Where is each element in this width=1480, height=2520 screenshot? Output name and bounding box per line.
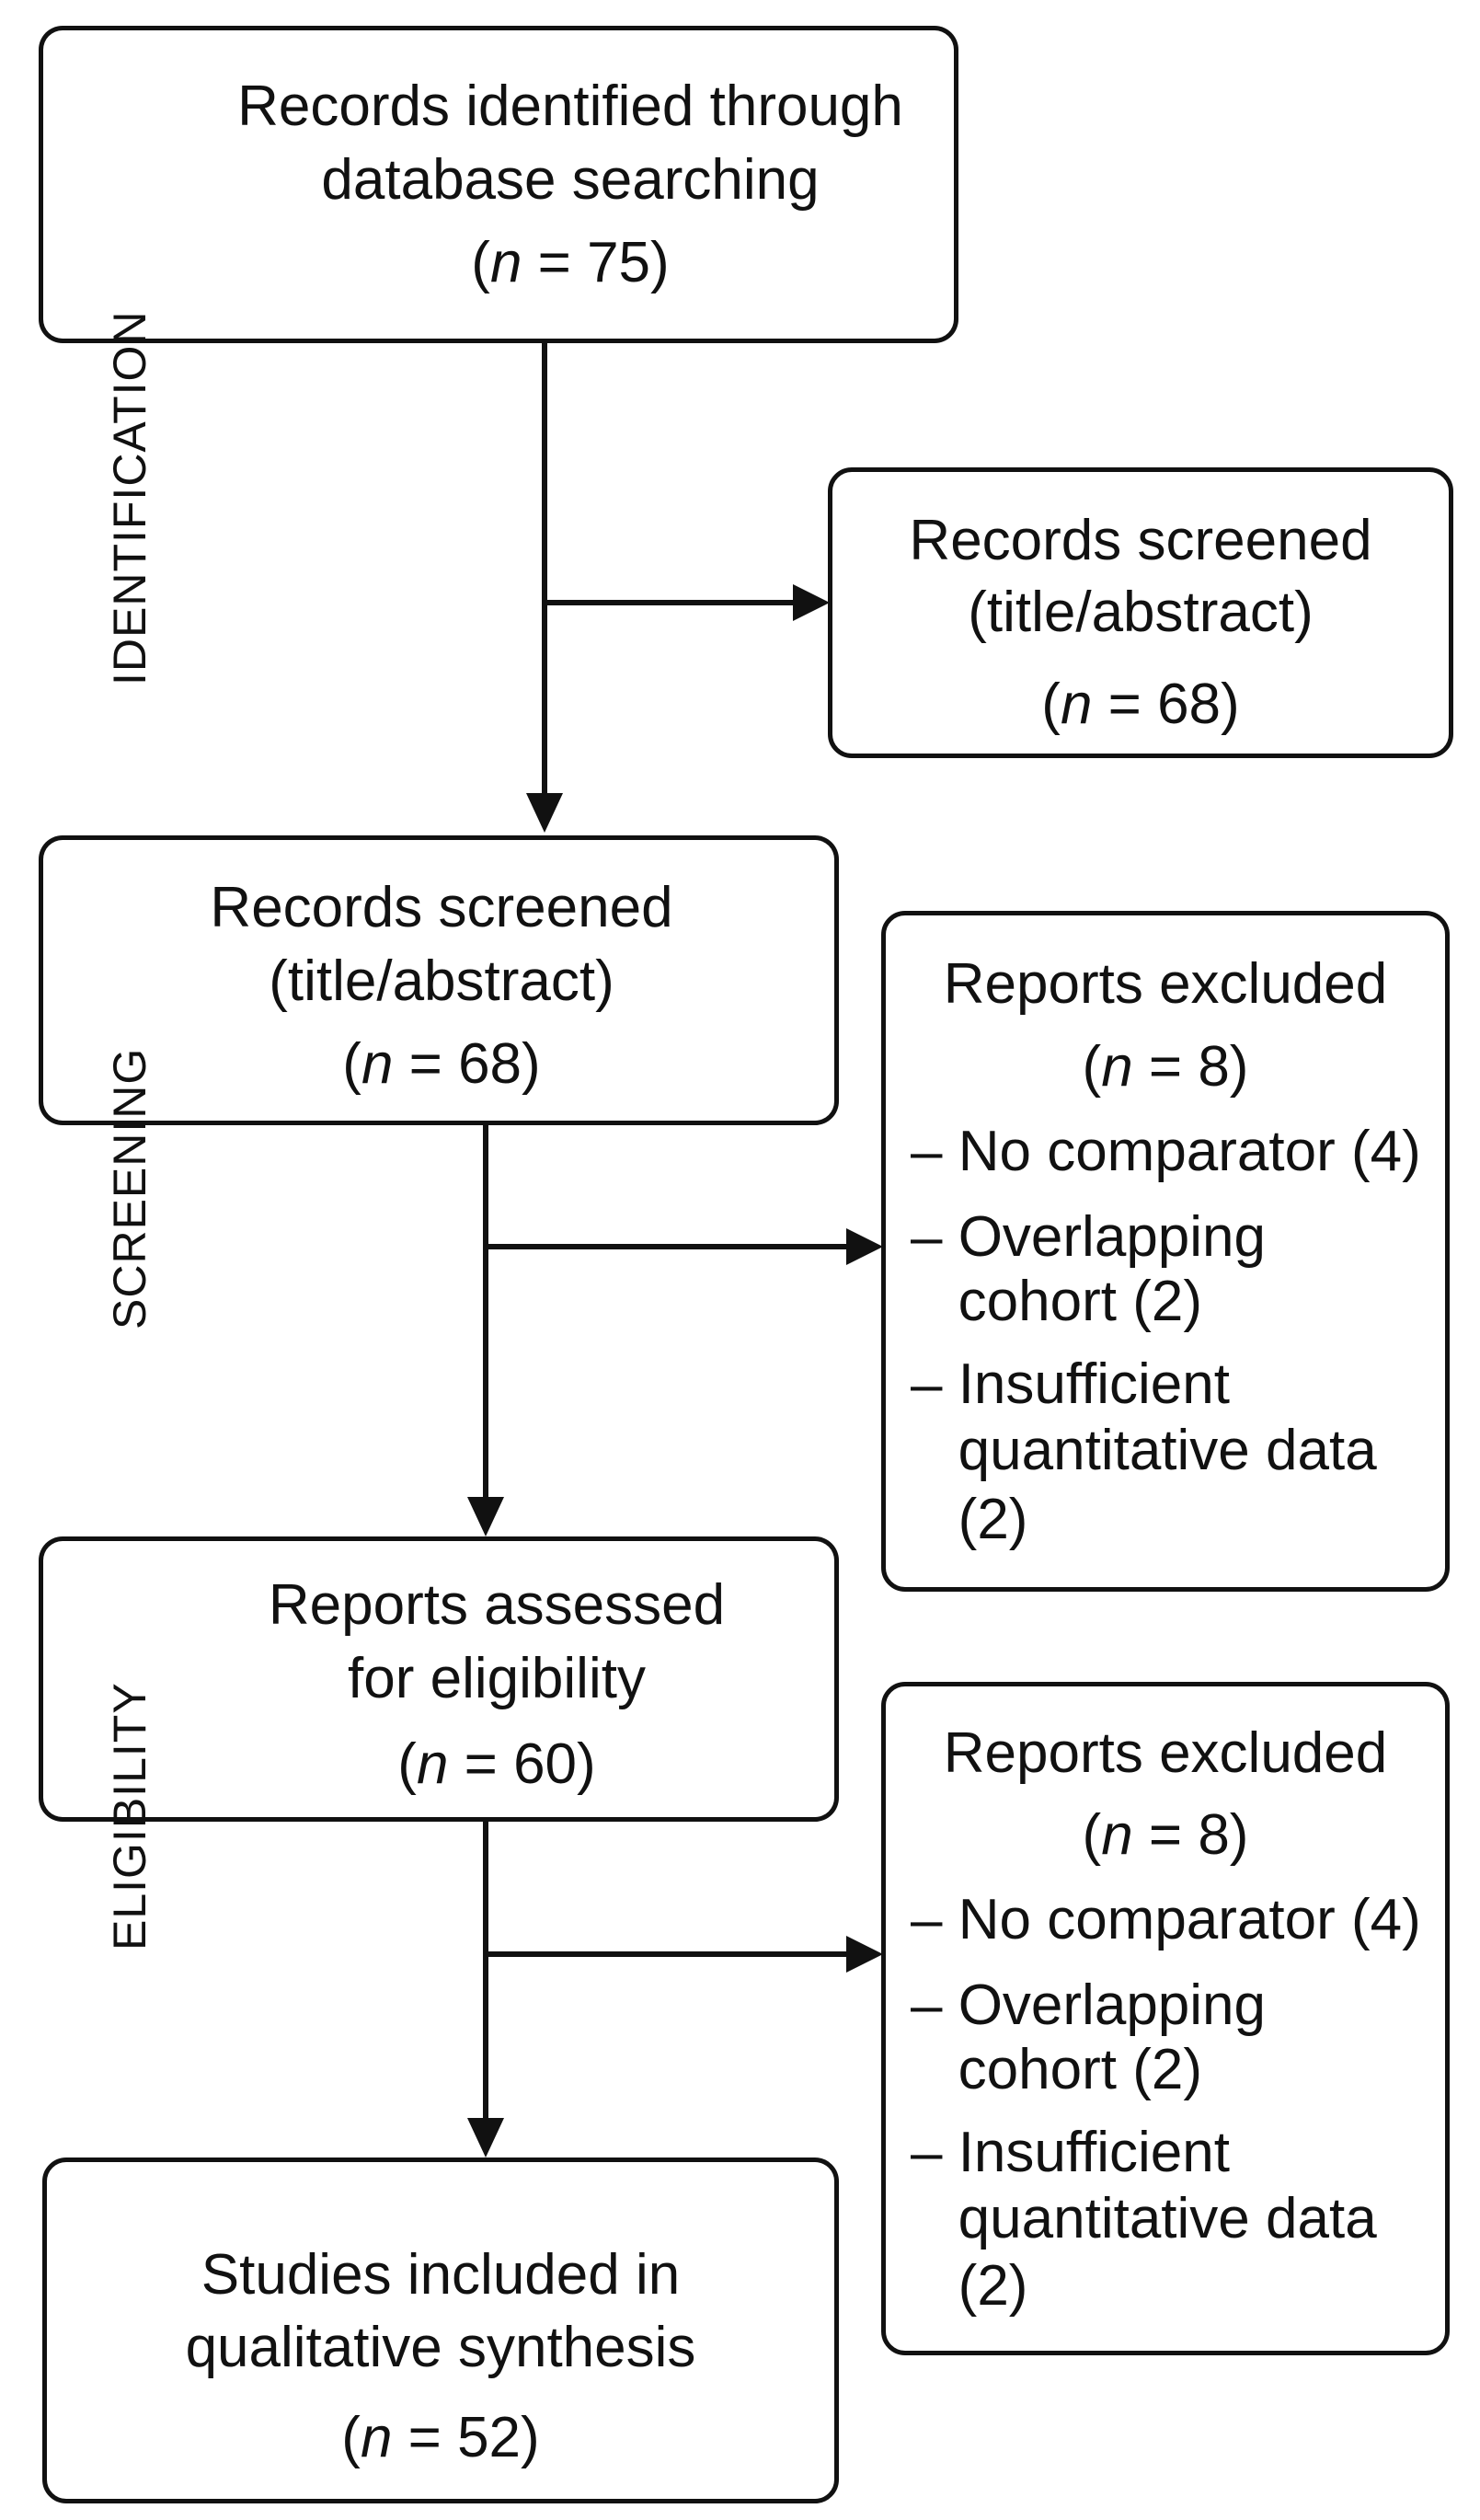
records-screened-main-count: (n = 68) (342, 1032, 541, 1096)
reports-excluded-2-reason: (2) (911, 2254, 1028, 2318)
reports-excluded-1-reason: – Overlapping (911, 1205, 1267, 1269)
reports-excluded-1-reason: – Insufficient (911, 1352, 1230, 1416)
reports-excluded-1-title: Reports excluded (943, 952, 1388, 1016)
screening-bracket (39, 835, 66, 1125)
records-identified-line2: database searching (321, 148, 820, 212)
records-identified-line1: Records identified through (237, 75, 903, 138)
reports-assessed-count: (n = 60) (397, 1732, 596, 1796)
reports-excluded-2-reason: cohort (2) (911, 2038, 1202, 2101)
records-identified-box (66, 26, 958, 343)
eligibility-bracket (39, 1536, 66, 1822)
records-screened-side-line2: (title/abstract) (968, 581, 1314, 644)
arrowhead-down (467, 1497, 504, 1536)
reports-excluded-1-reason: – No comparator (4) (911, 1120, 1421, 1183)
reports-excluded-1-count: (n = 8) (1082, 1035, 1249, 1099)
studies-included-line2: qualitative synthesis (185, 2316, 696, 2379)
arrowhead-down (467, 2118, 504, 2158)
records-identified-count: (n = 75) (471, 231, 670, 294)
reports-excluded-2-reason: – Insufficient (911, 2121, 1230, 2184)
studies-included-box (42, 2158, 839, 2503)
reports-excluded-1-reason: cohort (2) (911, 1270, 1202, 1333)
reports-excluded-2-reason: quantitative data (911, 2187, 1377, 2250)
records-screened-main-box (66, 835, 839, 1125)
records-screened-main-line1: Records screened (210, 876, 673, 939)
reports-excluded-2-box (881, 1682, 1450, 2355)
reports-excluded-2-reason: – No comparator (4) (911, 1888, 1421, 1951)
records-screened-side-line1: Records screened (909, 509, 1372, 572)
studies-included-line1: Studies included in (201, 2243, 681, 2307)
reports-assessed-line1: Reports assessed (268, 1573, 726, 1637)
reports-assessed-line2: for eligibility (348, 1647, 646, 1710)
reports-assessed-box (66, 1536, 839, 1822)
reports-excluded-1-box (881, 911, 1450, 1592)
arrowhead-right (793, 584, 830, 621)
reports-excluded-2-count: (n = 8) (1082, 1803, 1249, 1867)
arrowhead-right (846, 1228, 883, 1265)
reports-excluded-1-reason: (2) (911, 1488, 1028, 1551)
identification-bracket (39, 26, 66, 343)
studies-included-count: (n = 52) (341, 2406, 540, 2469)
arrowhead-down (526, 793, 563, 833)
arrowhead-right (846, 1936, 883, 1973)
records-screened-side-box (828, 467, 1453, 758)
records-screened-side-count: (n = 68) (1041, 673, 1240, 736)
reports-excluded-1-reason: quantitative data (911, 1419, 1377, 1482)
records-screened-main-line2: (title/abstract) (269, 949, 614, 1013)
reports-excluded-2-reason: – Overlapping (911, 1973, 1267, 2037)
reports-excluded-2-title: Reports excluded (943, 1721, 1388, 1785)
